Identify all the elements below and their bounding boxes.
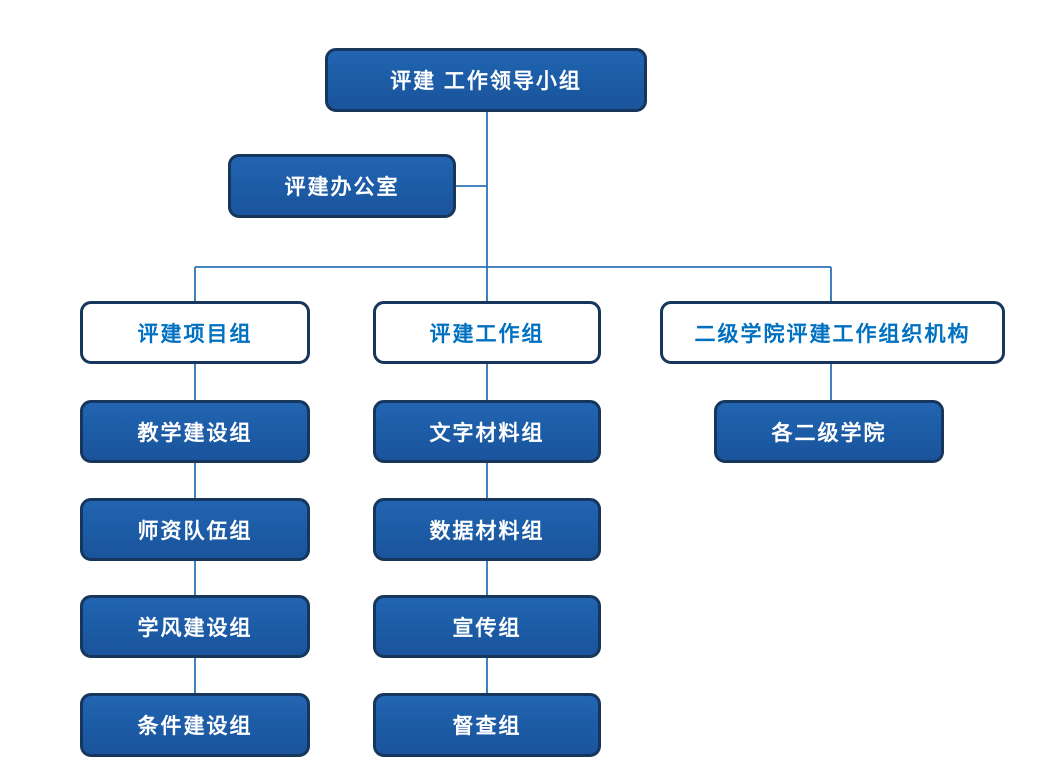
node-data-materials-group: 数据材料组 [373, 498, 601, 561]
node-conditions-group: 条件建设组 [80, 693, 310, 757]
node-study-style-group: 学风建设组 [80, 595, 310, 658]
node-supervision-group-label: 督查组 [452, 715, 522, 738]
node-study-style-group-label: 学风建设组 [137, 616, 253, 640]
node-office: 评建办公室 [228, 154, 456, 218]
node-publicity-group-label: 宣传组 [452, 616, 522, 640]
node-college-org: 二级学院评建工作组织机构 [660, 301, 1005, 364]
node-text-materials-group-label: 文字材料组 [429, 421, 545, 445]
node-work-group-label: 评建工作组 [429, 322, 545, 346]
node-teaching-group: 教学建设组 [80, 400, 310, 463]
node-publicity-group: 宣传组 [373, 595, 601, 658]
node-leading-group-label: 评建 工作领导小组 [390, 70, 582, 93]
node-faculty-group-label: 师资队伍组 [137, 519, 253, 543]
node-college-org-label: 二级学院评建工作组织机构 [694, 322, 971, 346]
node-office-label: 评建办公室 [284, 176, 400, 199]
node-faculty-group: 师资队伍组 [80, 498, 310, 561]
node-project-group-label: 评建项目组 [137, 322, 253, 346]
node-work-group: 评建工作组 [373, 301, 601, 364]
node-data-materials-group-label: 数据材料组 [429, 519, 545, 543]
node-conditions-group-label: 条件建设组 [137, 715, 253, 738]
node-teaching-group-label: 教学建设组 [137, 421, 253, 445]
node-project-group: 评建项目组 [80, 301, 310, 364]
node-text-materials-group: 文字材料组 [373, 400, 601, 463]
node-colleges-label: 各二级学院 [771, 421, 887, 445]
node-colleges: 各二级学院 [714, 400, 944, 463]
node-supervision-group: 督查组 [373, 693, 601, 757]
node-leading-group: 评建 工作领导小组 [325, 48, 647, 112]
